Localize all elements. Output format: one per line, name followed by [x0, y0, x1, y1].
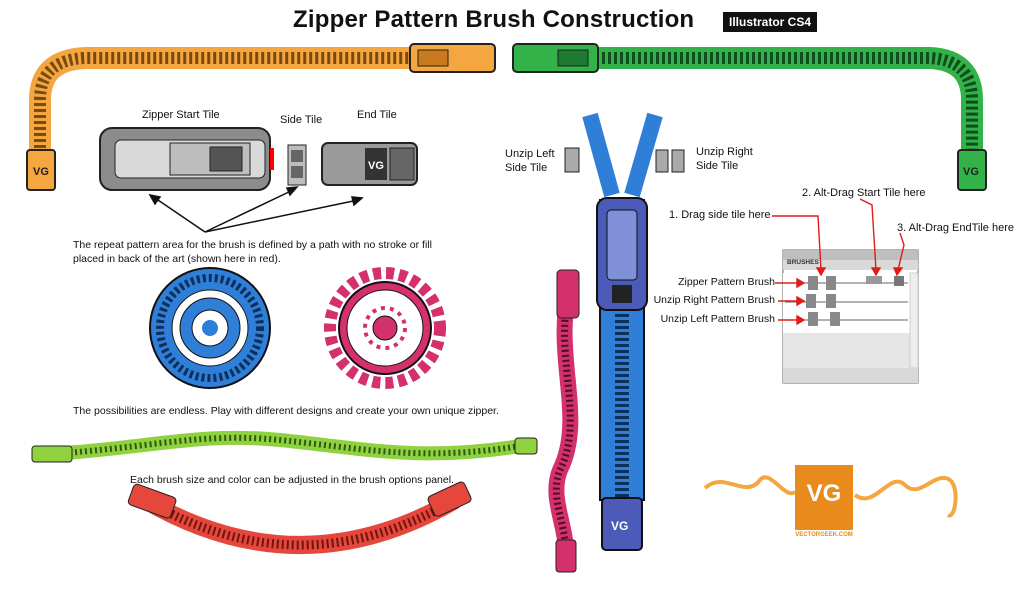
- magenta-gear: [324, 267, 446, 389]
- svg-text:VG: VG: [963, 166, 979, 178]
- page-title: Zipper Pattern Brush Construction: [293, 6, 695, 33]
- panel-arrows: [772, 198, 905, 326]
- brush-size-caption: Each brush size and color can be adjuste…: [130, 474, 454, 486]
- unzip-right-label: Unzip Right Side Tile: [696, 145, 753, 173]
- version-badge: Illustrator CS4: [723, 12, 818, 32]
- svg-text:VG: VG: [33, 166, 49, 178]
- step2-label: 2. Alt-Drag Start Tile here: [802, 187, 926, 199]
- side-tile: [287, 144, 307, 186]
- unzip-left-line1: Unzip Left: [505, 148, 555, 160]
- brushes-panel[interactable]: [782, 249, 919, 384]
- unzip-right-line2: Side Tile: [696, 160, 739, 172]
- lime-zipper: [31, 430, 538, 463]
- orange-zipper: VG: [26, 43, 496, 191]
- repeat-caption: The repeat pattern area for the brush is…: [73, 238, 432, 266]
- unzip-right-line1: Unzip Right: [696, 146, 753, 158]
- end-tile: VG: [321, 142, 418, 186]
- unzip-left-label: Unzip Left Side Tile: [505, 147, 555, 175]
- unzip-left-line2: Side Tile: [505, 162, 548, 174]
- step1-label: 1. Drag side tile here: [669, 209, 771, 221]
- panel-row-label-unzip-right: Unzip Right Pattern Brush: [653, 294, 775, 306]
- vg-logo-url: VECTORGEEK.COM: [795, 532, 853, 538]
- magenta-zipper: [548, 269, 580, 573]
- red-zipper: [127, 481, 472, 554]
- svg-text:VG: VG: [368, 160, 384, 172]
- green-zipper: VG: [512, 43, 987, 191]
- end-tile-label: End Tile: [357, 109, 397, 121]
- step3-label: 3. Alt-Drag EndTile here: [897, 222, 1014, 234]
- blue-ring: [149, 267, 271, 389]
- svg-text:VG: VG: [611, 519, 628, 533]
- unzip-right-tile: [655, 149, 685, 173]
- panel-row-label-unzip-left: Unzip Left Pattern Brush: [660, 313, 775, 325]
- blue-zipper: VG: [582, 112, 663, 551]
- possibilities-caption: The possibilities are endless. Play with…: [73, 405, 499, 417]
- pointer-arrows: [148, 186, 364, 233]
- brushes-panel-title: BRUSHES: [787, 259, 819, 266]
- vg-logo-mark: VG: [806, 480, 842, 507]
- side-tile-label: Side Tile: [280, 114, 323, 126]
- vectorgeek-logo-art: [703, 465, 958, 530]
- repeat-caption-line2: placed in back of the art (shown here in…: [73, 253, 281, 265]
- panel-row-label-zipper: Zipper Pattern Brush: [678, 276, 775, 288]
- start-tile-label: Zipper Start Tile: [142, 109, 220, 121]
- repeat-caption-line1: The repeat pattern area for the brush is…: [73, 239, 432, 251]
- zipper-start-tile: [99, 127, 274, 191]
- unzip-left-tile: [564, 147, 580, 173]
